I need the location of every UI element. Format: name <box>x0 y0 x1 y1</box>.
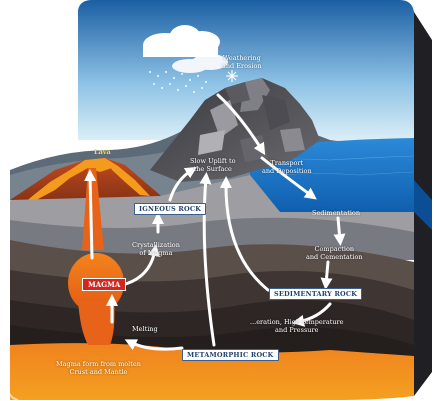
arrow-erosion <box>216 93 266 156</box>
arrow-sed-uplift <box>219 176 270 292</box>
arrow-meta-melting <box>124 339 184 351</box>
sedimentary-rock-box: SEDIMENTARY ROCK <box>269 288 363 300</box>
magma-conduit <box>82 168 104 250</box>
melting-label: Melting <box>132 325 158 333</box>
transport-label: Transport and Deposition <box>262 159 312 175</box>
crystallization-label: Crystallization of Magma <box>132 241 180 257</box>
lava-label: Lava <box>94 148 111 156</box>
uplift-label: Slow Uplift to the Surface <box>190 157 236 173</box>
magma-forms-label: Magma form from molten Crust and Mantle <box>56 360 141 376</box>
molten-base <box>10 343 414 400</box>
arrow-sedimentation <box>333 216 346 246</box>
snowflake-icon <box>226 70 238 82</box>
compaction-label: Compaction and Cementation <box>306 245 363 261</box>
magma-plume <box>78 300 115 345</box>
weathering-label: Weathering and Erosion <box>222 54 262 70</box>
arrow-magma-crystal <box>120 244 160 287</box>
arrow-meta-uplift <box>199 172 216 347</box>
igneous-rock-box: IGNEOUS ROCK <box>134 203 207 215</box>
rain <box>149 71 207 93</box>
metamorphic-rock-box: METAMORPHIC ROCK <box>182 349 279 361</box>
cycle-arrows <box>84 93 346 351</box>
arrow-sed-to-meta <box>292 302 332 327</box>
heat-pressure-label: ...eration, High temperature and Pressur… <box>250 318 344 334</box>
arrow-igneous-uplift <box>168 166 198 202</box>
sedimentation-label: Sedimentation <box>312 209 361 217</box>
lava-flow <box>18 158 112 208</box>
arrow-magma-lava <box>84 169 97 260</box>
cloud-icon <box>143 25 228 73</box>
arrow-compaction <box>320 260 333 290</box>
arrow-transport <box>260 156 317 200</box>
magma-box: MAGMA <box>82 278 127 291</box>
